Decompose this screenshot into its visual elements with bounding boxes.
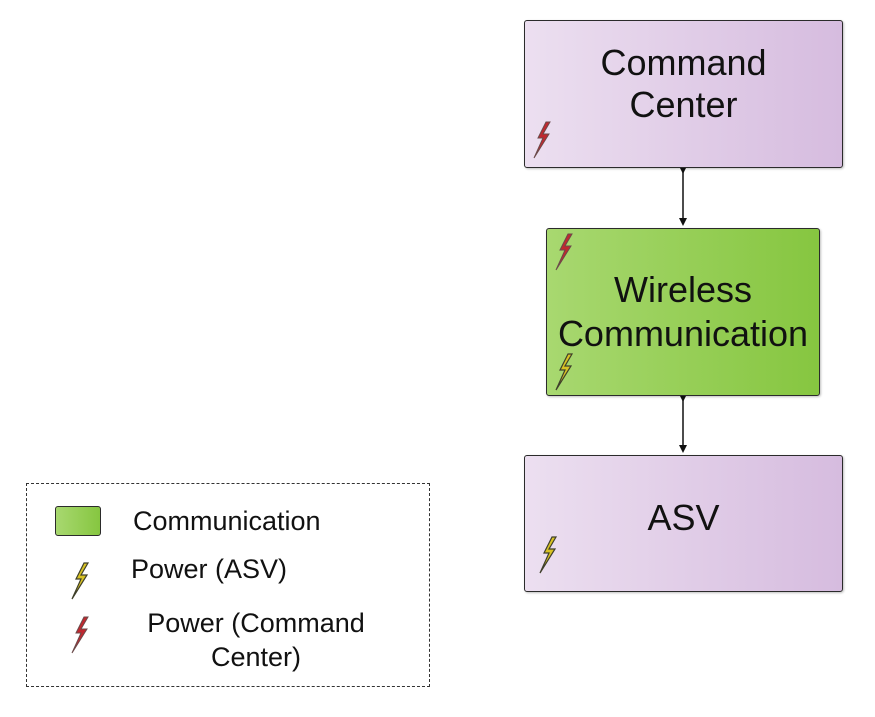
wireless-label-line1: Wireless xyxy=(613,269,752,310)
lightning-bolt-red-icon xyxy=(71,616,89,654)
wireless-communication-node: Wireless Communication xyxy=(546,228,820,396)
legend: Communication Power (ASV) Power (Command… xyxy=(26,483,430,687)
legend-power-cc-line2: Center) xyxy=(210,642,302,672)
communication-swatch xyxy=(55,506,101,536)
wireless-label-line2: Communication xyxy=(557,313,809,354)
asv-node: ASV xyxy=(524,455,843,592)
legend-power-cc-label: Power (Command Center) xyxy=(131,606,381,674)
legend-power-cc-line1: Power (Command xyxy=(147,608,365,638)
command-center-label-line1: Command xyxy=(600,42,767,83)
asv-label: ASV xyxy=(647,496,720,538)
lightning-bolt-red-icon xyxy=(533,121,551,159)
command-center-label-line2: Center xyxy=(629,84,738,125)
legend-power-asv-label: Power (ASV) xyxy=(131,554,288,584)
lightning-bolt-red-icon xyxy=(555,233,573,271)
lightning-bolt-yellow-icon xyxy=(555,353,574,391)
lightning-bolt-yellow-icon xyxy=(539,536,558,574)
command-center-node: Command Center xyxy=(524,20,843,168)
legend-communication-label: Communication xyxy=(133,506,321,536)
lightning-bolt-yellow-icon xyxy=(71,562,90,600)
